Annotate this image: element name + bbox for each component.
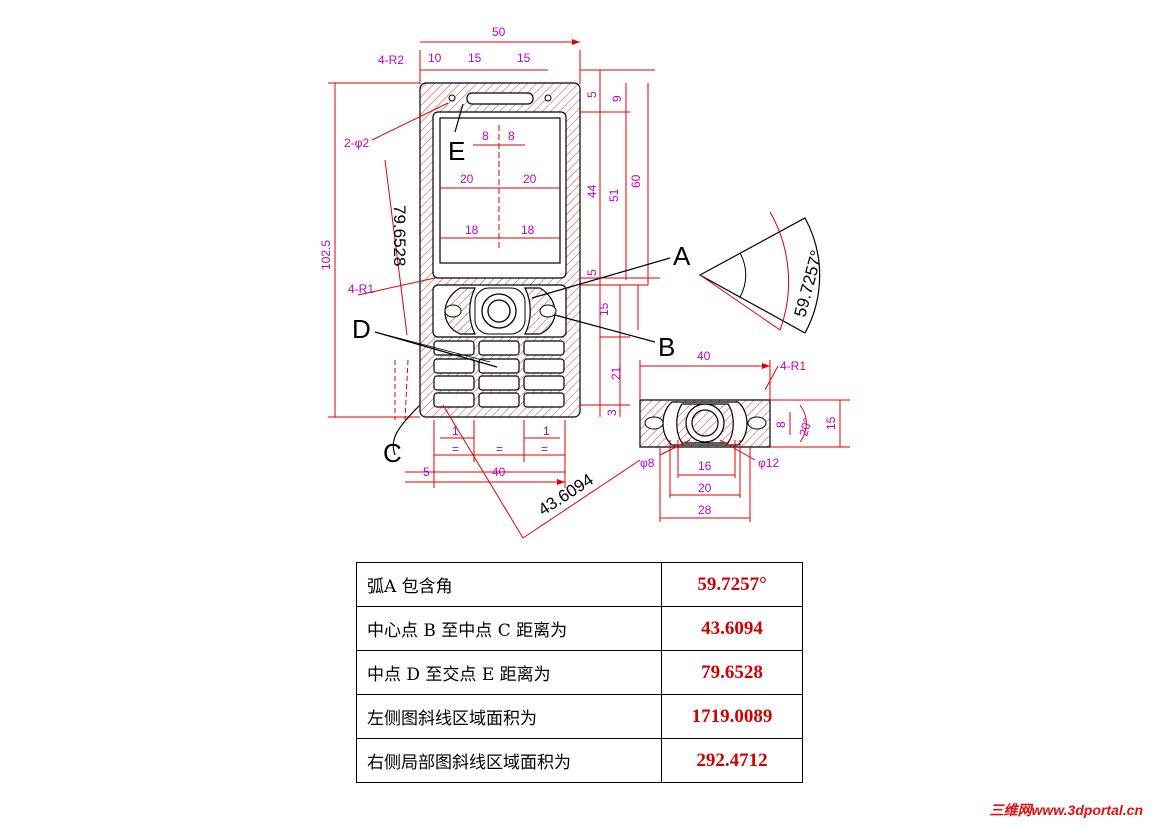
dim-top-15a: 15 [468, 51, 482, 65]
dim-diag-79: 79.6528 [390, 205, 409, 266]
dim-top-15b: 15 [517, 51, 531, 65]
row-label: 左侧图斜线区域面积为 [356, 694, 662, 739]
dim-right-5: 5 [585, 91, 599, 98]
row-label: 弧A 包含角 [356, 562, 662, 607]
dim-bottom-40: 40 [492, 465, 506, 479]
leader-lines [374, 103, 671, 456]
partial-detail [639, 360, 850, 522]
row-label: 右侧局部图斜线区域面积为 [356, 738, 662, 783]
table-row: 右侧局部图斜线区域面积为 292.4712 [356, 738, 803, 783]
label-b: B [658, 332, 675, 362]
label-a: A [673, 241, 691, 271]
dimension-lines [328, 39, 660, 539]
detail-28: 28 [698, 503, 712, 517]
dim-screen-18a: 18 [465, 223, 479, 237]
label-c: C [383, 438, 402, 468]
dim-right-5b: 5 [585, 269, 599, 276]
detail-r1: 4-R1 [780, 359, 806, 373]
dim-screen-20a: 20 [460, 172, 474, 186]
dim-corner-r2: 4-R2 [378, 53, 404, 67]
dim-bottom-eq1: = [452, 442, 459, 456]
phone-body [419, 82, 581, 418]
dim-right-21: 21 [609, 366, 623, 380]
dim-bottom-eq2: = [496, 442, 503, 456]
row-label: 中点 D 至交点 E 距离为 [356, 650, 662, 695]
table-row: 左侧图斜线区域面积为 1719.0089 [356, 694, 803, 739]
row-value: 292.4712 [661, 738, 803, 783]
row-value: 59.7257° [661, 562, 803, 607]
dim-right-3: 3 [605, 409, 619, 416]
label-e: E [448, 136, 465, 166]
row-value: 43.6094 [661, 606, 803, 651]
dim-overall-width: 50 [492, 25, 506, 39]
detail-40: 40 [697, 349, 711, 363]
row-value: 79.6528 [661, 650, 803, 695]
dim-bottom-eq3: = [541, 442, 548, 456]
dim-right-15: 15 [597, 302, 611, 316]
dim-right-60: 60 [629, 174, 643, 188]
detail-20: 20 [698, 481, 712, 495]
dim-screen-18b: 18 [521, 223, 535, 237]
arc-angle-detail [698, 211, 821, 334]
dim-corner-r1: 4-R1 [348, 282, 374, 296]
detail-8: 8 [774, 421, 788, 428]
detail-16: 16 [698, 459, 712, 473]
dim-top-10: 10 [428, 51, 442, 65]
label-d: D [352, 314, 371, 344]
dim-height-1025: 102.5 [319, 240, 333, 270]
dim-right-51: 51 [607, 188, 621, 202]
dim-right-44: 44 [585, 184, 599, 198]
dim-right-9: 9 [610, 95, 624, 102]
dim-bottom-1a: 1 [452, 424, 459, 438]
detail-phi8: φ8 [640, 456, 655, 470]
dim-bottom-1b: 1 [543, 424, 550, 438]
detail-20deg: 20° [796, 416, 814, 437]
dim-screen-8b: 8 [508, 129, 515, 143]
detail-15: 15 [824, 416, 838, 430]
watermark: 三维网www.3dportal.cn [989, 802, 1144, 818]
table-row: 中点 D 至交点 E 距离为 79.6528 [356, 650, 803, 695]
dim-bottom-5: 5 [423, 465, 430, 479]
dim-screen-20b: 20 [523, 172, 537, 186]
dim-arc-angle: 59.7257° [791, 248, 827, 319]
table-row: 中心点 B 至中点 C 距离为 43.6094 [356, 606, 803, 651]
dim-screen-8a: 8 [482, 129, 489, 143]
row-value: 1719.0089 [661, 694, 803, 739]
results-table: 弧A 包含角 59.7257° 中心点 B 至中点 C 距离为 43.6094 … [356, 562, 803, 783]
dim-holes: 2-φ2 [344, 136, 369, 150]
detail-phi12: φ12 [758, 456, 779, 470]
row-label: 中心点 B 至中点 C 距离为 [356, 606, 662, 651]
table-row: 弧A 包含角 59.7257° [356, 562, 803, 607]
